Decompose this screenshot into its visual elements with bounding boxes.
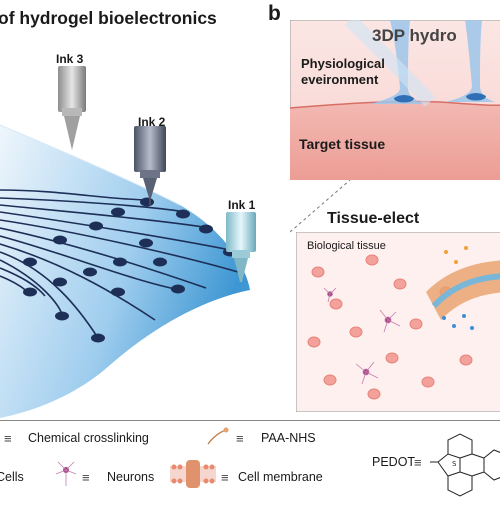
cell-membrane-band bbox=[426, 260, 500, 320]
legend-cell-membrane: Cell membrane bbox=[238, 470, 323, 484]
cell bbox=[385, 352, 399, 364]
cell bbox=[323, 374, 337, 386]
equivalence-symbol: ≡ bbox=[221, 470, 229, 485]
electrode-pad bbox=[199, 224, 213, 234]
panel-b-letter: b bbox=[268, 2, 281, 25]
panel-a-title: of hydrogel bioelectronics bbox=[0, 8, 217, 28]
biological-tissue-illustration bbox=[296, 232, 500, 412]
legend-paa-nhs: PAA-NHS bbox=[261, 431, 316, 445]
cell bbox=[459, 354, 473, 366]
electrode-pad bbox=[23, 257, 37, 267]
cell bbox=[393, 278, 407, 290]
neuron bbox=[323, 287, 337, 303]
equivalence-symbol: ≡ bbox=[4, 431, 12, 446]
legend-panel bbox=[0, 420, 500, 510]
physiological-environment-label: Physiological eveironment bbox=[301, 56, 385, 87]
electrode-pad bbox=[139, 238, 153, 248]
ink1-label: Ink 1 bbox=[228, 198, 256, 212]
legend-pedot: PEDOT bbox=[372, 455, 416, 469]
equivalence-symbol: ≡ bbox=[82, 470, 90, 485]
electrode-pad bbox=[111, 207, 125, 217]
hydrogel-probe bbox=[445, 20, 495, 102]
electrode-pad bbox=[89, 221, 103, 231]
legend-neurons: Neurons bbox=[107, 470, 155, 484]
equivalence-symbol: ≡ bbox=[414, 455, 422, 470]
electrode-pad bbox=[153, 257, 167, 267]
cell bbox=[409, 318, 423, 330]
electrode-pad bbox=[53, 235, 67, 245]
panel-b-interface-title: Tissue-elect bbox=[327, 210, 420, 227]
tissue-interface-illustration bbox=[290, 20, 500, 180]
electrode-pads bbox=[23, 197, 237, 343]
cell bbox=[367, 388, 381, 400]
cell bbox=[365, 254, 379, 266]
ink2-label: Ink 2 bbox=[138, 115, 166, 129]
biological-tissue-label: Biological tissue bbox=[307, 240, 386, 252]
cell bbox=[349, 326, 363, 338]
electrode-pad bbox=[111, 287, 125, 297]
printing-illustration bbox=[0, 66, 256, 418]
ink2-nozzle bbox=[134, 126, 166, 205]
legend-chemical-crosslinking: Chemical crosslinking bbox=[28, 431, 149, 445]
cell bbox=[329, 298, 343, 310]
electrode-pad bbox=[91, 333, 105, 343]
neuron-icon bbox=[55, 461, 77, 486]
electrode-pad bbox=[55, 311, 69, 321]
ion-dots bbox=[442, 246, 474, 330]
cell bbox=[421, 376, 435, 388]
neurons bbox=[323, 287, 401, 385]
ink3-label: Ink 3 bbox=[56, 52, 84, 66]
cell-membrane-icon bbox=[170, 460, 216, 488]
neuron bbox=[379, 309, 401, 333]
pedot-structure-icon: S bbox=[430, 433, 500, 497]
zoom-indicator bbox=[290, 180, 351, 233]
electrode-pad bbox=[171, 284, 185, 294]
electrode-pad bbox=[53, 277, 67, 287]
panel-b-top-title: 3DP hydro bbox=[372, 26, 457, 45]
equivalence-symbol: ≡ bbox=[236, 431, 244, 446]
electrode-pad bbox=[113, 257, 127, 267]
cell bbox=[311, 266, 325, 278]
legend-cells: Cells bbox=[0, 470, 24, 484]
cell bbox=[307, 336, 321, 348]
electrode-pad bbox=[23, 287, 37, 297]
svg-text:S: S bbox=[452, 460, 457, 468]
target-tissue-layer bbox=[290, 101, 500, 180]
hydrogel-sheet bbox=[0, 125, 250, 418]
target-tissue-label: Target tissue bbox=[299, 136, 386, 152]
ink3-nozzle bbox=[58, 66, 86, 150]
electrode-pad bbox=[176, 209, 190, 219]
neuron bbox=[355, 361, 379, 385]
electrode-pad bbox=[140, 197, 154, 207]
electrode-pad bbox=[83, 267, 97, 277]
paa-nhs-icon bbox=[207, 427, 229, 445]
ink1-nozzle bbox=[226, 212, 256, 282]
